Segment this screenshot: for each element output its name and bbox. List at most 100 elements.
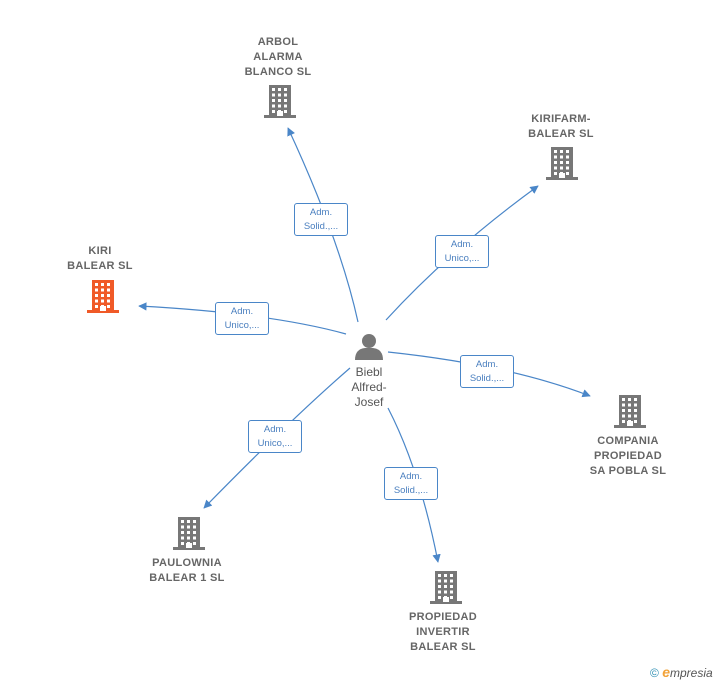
building-window [181, 542, 184, 545]
building-window [622, 409, 625, 412]
person-name[interactable]: Biebl Alfred- Josef [351, 365, 387, 409]
building-window [272, 93, 275, 97]
building-window [634, 414, 637, 418]
building-window [450, 579, 453, 583]
building-window [554, 166, 557, 170]
relation-label-paulownia[interactable]: Adm. Unico,... [248, 420, 302, 453]
building-window [187, 536, 190, 540]
building-icon[interactable] [264, 85, 296, 118]
building-window [438, 596, 441, 599]
relation-detail: Solid.,... [393, 485, 429, 496]
building-door [186, 543, 192, 548]
building-base [173, 547, 205, 550]
building-window [634, 420, 637, 423]
building-window [444, 590, 447, 594]
building-icon[interactable] [430, 571, 462, 604]
relation-role: Adm. [399, 471, 423, 482]
building-window [101, 294, 104, 297]
building-window [101, 299, 104, 303]
building-base [264, 115, 296, 118]
building-door [100, 306, 106, 311]
building-window [278, 99, 281, 102]
building-base [87, 310, 119, 313]
building-window [438, 574, 441, 577]
relation-role: Adm. [450, 239, 474, 250]
building-window [107, 294, 110, 297]
building-window [438, 579, 441, 583]
building-window [107, 305, 110, 308]
building-window [193, 520, 196, 523]
building-icon[interactable] [614, 395, 646, 428]
relation-label-compania[interactable]: Adm. Solid.,... [460, 355, 514, 388]
company-label-propiedad[interactable]: PROPIEDAD INVERTIR BALEAR SL [408, 611, 478, 653]
building-window [187, 520, 190, 523]
footer-credit: © empresia [650, 664, 713, 680]
building-window [95, 288, 98, 292]
building-icon[interactable] [546, 147, 578, 180]
building-window [278, 88, 281, 91]
relation-role: Adm. [309, 207, 333, 218]
building-window [566, 155, 569, 159]
building-window [95, 294, 98, 297]
building-window [107, 299, 110, 303]
building-window [450, 590, 453, 594]
building-window [566, 166, 569, 170]
relation-label-propiedad[interactable]: Adm. Solid.,... [384, 467, 438, 500]
building-window [181, 536, 184, 540]
building-window [560, 155, 563, 159]
building-door [443, 597, 449, 602]
building-window [566, 172, 569, 175]
building-window [628, 398, 631, 401]
copyright-icon: © [650, 666, 659, 680]
building-window [272, 88, 275, 91]
building-window [278, 104, 281, 108]
building-window [193, 525, 196, 529]
building-window [634, 403, 637, 407]
building-window [272, 99, 275, 102]
building-window [622, 403, 625, 407]
brand-logo-initial: e [662, 664, 670, 680]
building-window [622, 420, 625, 423]
person-icon[interactable] [355, 334, 383, 360]
building-window [628, 403, 631, 407]
relation-detail: Solid.,... [469, 373, 505, 384]
relation-label-arbol[interactable]: Adm. Solid.,... [294, 203, 348, 236]
brand-name: mpresia [669, 666, 713, 680]
building-window [634, 409, 637, 412]
company-label-kirifarm[interactable]: KIRIFARM- BALEAR SL [528, 113, 594, 140]
building-base [546, 177, 578, 180]
building-window [438, 585, 441, 588]
building-window [95, 305, 98, 308]
relation-label-kiri[interactable]: Adm. Unico,... [215, 302, 269, 335]
building-window [560, 161, 563, 164]
building-window [284, 88, 287, 91]
building-window [628, 414, 631, 418]
building-window [101, 288, 104, 292]
building-window [284, 99, 287, 102]
building-window [560, 166, 563, 170]
building-window [193, 536, 196, 540]
relation-label-kirifarm[interactable]: Adm. Unico,... [435, 235, 489, 268]
building-window [101, 283, 104, 286]
building-window [444, 574, 447, 577]
building-window [450, 574, 453, 577]
building-window [107, 283, 110, 286]
building-window [634, 398, 637, 401]
building-window [622, 414, 625, 418]
relation-role: Adm. [230, 306, 254, 317]
building-window [272, 110, 275, 113]
building-icon[interactable] [173, 517, 205, 550]
building-base [614, 425, 646, 428]
company-label-compania[interactable]: COMPANIA PROPIEDAD SA POBLA SL [589, 435, 667, 477]
building-window [450, 596, 453, 599]
building-window [438, 590, 441, 594]
building-window [181, 525, 184, 529]
building-icon[interactable] [87, 280, 119, 313]
building-window [566, 150, 569, 153]
company-label-paulownia[interactable]: PAULOWNIA BALEAR 1 SL [149, 557, 225, 584]
building-door [559, 173, 565, 178]
company-label-arbol[interactable]: ARBOL ALARMA BLANCO SL [244, 36, 312, 78]
company-label-kiri[interactable]: KIRI BALEAR SL [67, 245, 133, 272]
building-window [450, 585, 453, 588]
building-window [107, 288, 110, 292]
